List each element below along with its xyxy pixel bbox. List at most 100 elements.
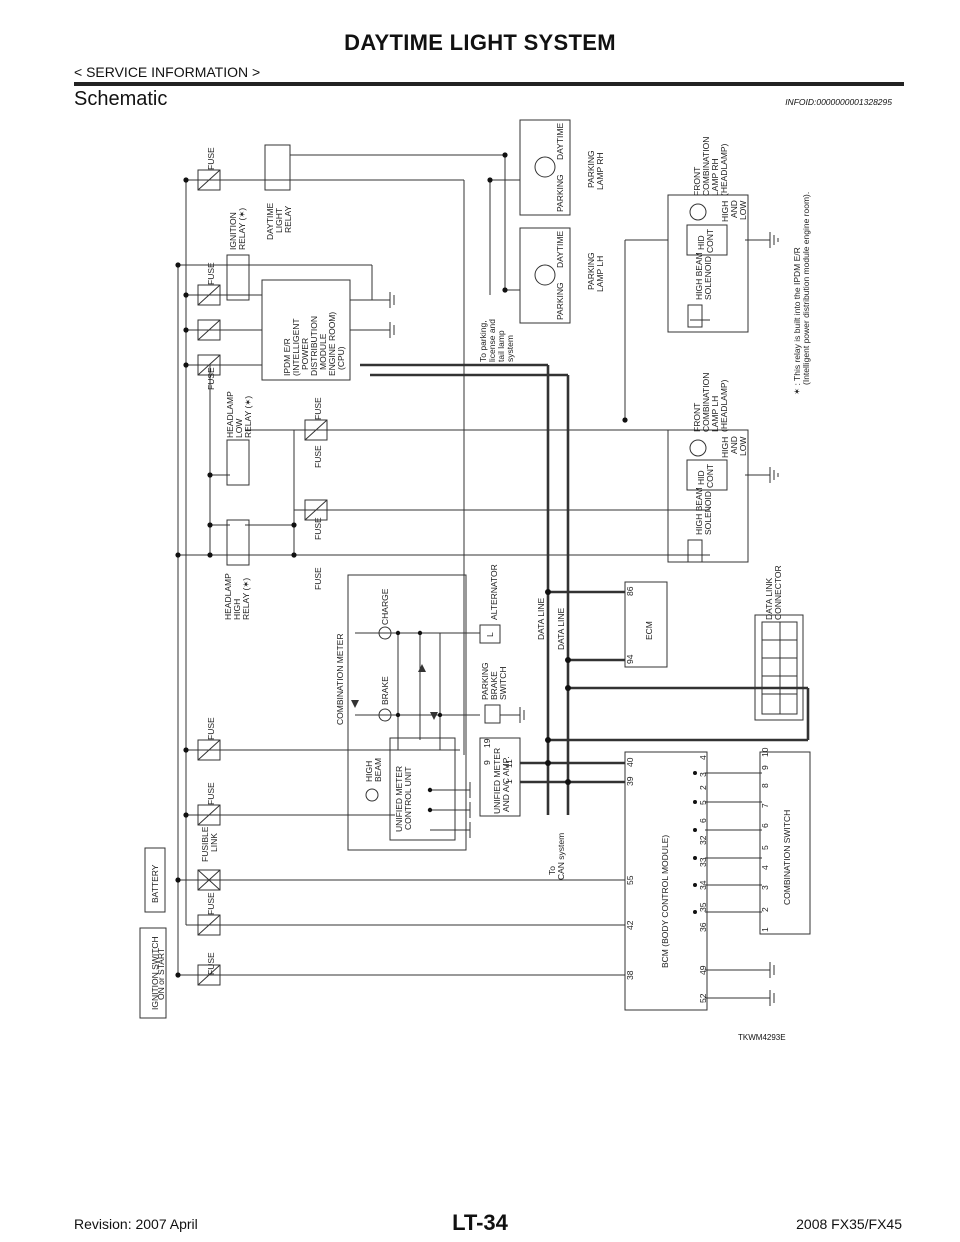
combination-switch-box: [759, 751, 811, 935]
label-hid-rh-1: HID: [696, 235, 706, 250]
data-link-connector-box: [754, 614, 804, 721]
ecm-box: [624, 581, 668, 668]
pin-umac-1: 1: [504, 779, 514, 784]
parking-lamp-rh-box: [519, 119, 571, 216]
pin-cs-4: 4: [760, 865, 770, 870]
label-ignition-switch-1: IGNITION SWITCH: [150, 936, 160, 1010]
label-fuse-ipdm: FUSE: [206, 367, 216, 390]
label-hid-lh-2: CONT: [705, 464, 715, 488]
label-pbs-3: SWITCH: [498, 666, 508, 700]
pin-bcm-32: 32: [698, 835, 708, 845]
label-note-2: (Intelligent power distribution module e…: [801, 192, 811, 385]
fuse-hl-low: [304, 419, 328, 441]
label-daytime-relay-1: DAYTIME: [265, 203, 275, 240]
pin-bcm-40: 40: [625, 757, 635, 767]
label-charge: CHARGE: [380, 588, 390, 625]
pin-bcm-2: 2: [698, 785, 708, 790]
label-hid-lh-1: HID: [696, 470, 706, 485]
pin-cs-9: 9: [760, 765, 770, 770]
fuse-ipdm-1: [197, 319, 221, 341]
label-front-comb-rh-4: (HEADLAMP): [719, 143, 729, 196]
label-parking-note-1: To parking,: [478, 320, 488, 362]
pin-cs-7: 7: [760, 803, 770, 808]
pin-cs-1: 1: [760, 927, 770, 932]
page-title: DAYTIME LIGHT SYSTEM: [344, 30, 616, 55]
pin-bcm-6: 6: [698, 818, 708, 823]
label-front-comb-lh-1: FRONT: [692, 403, 702, 432]
fuse-ignition: [197, 284, 221, 306]
fuse-ipdm-2: [197, 354, 221, 376]
label-umac-1: UNIFIED METER: [492, 748, 502, 814]
label-daytime-relay-3: RELAY: [283, 205, 293, 233]
label-hl-low-2: LOW: [234, 419, 244, 438]
label-ipdm-1: IPDM E/R: [282, 338, 292, 376]
ignition-relay-box: [226, 254, 250, 301]
daytime-relay-box: [264, 144, 291, 191]
label-high-low-lh-2: AND: [729, 436, 739, 454]
label-data-line-2: DATA LINE: [556, 607, 566, 650]
pin-bcm-33: 33: [698, 857, 708, 867]
revision-text: Revision: 2007 April: [74, 1216, 198, 1232]
label-parking-lh: PARKING: [555, 282, 565, 320]
label-front-comb-rh-1: FRONT: [692, 167, 702, 196]
label-fuse-hl-low-a: FUSE: [313, 397, 323, 420]
label-dlc-2: CONNECTOR: [773, 565, 783, 620]
fuse-hl-high: [304, 499, 328, 521]
label-brake: BRAKE: [380, 676, 390, 705]
label-combination-meter: COMBINATION METER: [335, 634, 345, 725]
label-hl-low-1: HEADLAMP: [225, 391, 235, 438]
front-comb-lamp-rh-box: [667, 194, 749, 333]
label-hb-sol-rh-2: SOLENOID: [703, 256, 713, 300]
label-pbs-2: BRAKE: [489, 671, 499, 700]
label-battery: BATTERY: [150, 864, 160, 903]
pin-cs-8: 8: [760, 783, 770, 788]
label-data-line-1: DATA LINE: [536, 597, 546, 640]
label-parking-rh-1: PARKING: [586, 150, 596, 188]
label-high-low-rh-1: HIGH: [720, 201, 730, 222]
label-parking-note-2: license and: [487, 319, 497, 362]
pin-ecm-94: 94: [625, 654, 635, 664]
label-front-comb-lh-4: (HEADLAMP): [719, 379, 729, 432]
label-alt-l: L: [485, 632, 495, 637]
pin-bcm-42: 42: [625, 920, 635, 930]
label-hl-low-3: RELAY (✶): [243, 396, 253, 438]
label-high-beam-1: HIGH: [364, 761, 374, 782]
label-hl-high-1: HEADLAMP: [223, 573, 233, 620]
label-high-beam-2: BEAM: [373, 758, 383, 782]
figure-id: TKWM4293E: [738, 1033, 786, 1042]
label-alternator: ALTERNATOR: [489, 564, 499, 620]
pin-bcm-34: 34: [698, 880, 708, 890]
label-hb-sol-lh-2: SOLENOID: [703, 491, 713, 535]
front-comb-lamp-lh-box: [667, 429, 749, 563]
label-fuse-meter-1: FUSE: [206, 717, 216, 740]
label-to-can-2: CAN system: [556, 833, 566, 880]
pin-bcm-39: 39: [625, 776, 635, 786]
pin-bcm-36: 36: [698, 922, 708, 932]
pin-cs-3: 3: [760, 885, 770, 890]
label-ign-relay-1: IGNITION: [228, 212, 238, 250]
info-id: INFOID:0000000001328295: [785, 97, 892, 107]
battery-box: [144, 847, 166, 913]
label-ipdm-4: DISTRIBUTION: [309, 316, 319, 376]
pin-bcm-49: 49: [698, 965, 708, 975]
label-high-low-rh-2: AND: [729, 200, 739, 218]
parking-lamp-lh-box: [519, 227, 571, 324]
hl-low-relay-box: [226, 439, 250, 486]
label-to-can-1: To: [547, 866, 557, 875]
pin-bcm-35: 35: [698, 902, 708, 912]
label-fuse-hl-high-a: FUSE: [313, 517, 323, 540]
label-fuse-meter-2: FUSE: [206, 782, 216, 805]
label-ign-relay-2: RELAY (✶): [237, 208, 247, 250]
hid-cont-lh-box: [686, 459, 728, 491]
pin-bcm-4: 4: [698, 755, 708, 760]
bcm-box: [624, 751, 708, 1011]
label-ecm: ECM: [644, 621, 654, 640]
label-fuse-daytime: FUSE: [206, 147, 216, 170]
label-umc-2: CONTROL UNIT: [403, 767, 413, 830]
label-ipdm-3: POWER: [300, 338, 310, 370]
label-fusible-link-2: LINK: [209, 833, 219, 852]
combination-meter-box: [347, 574, 467, 851]
label-parking-note-4: system: [505, 335, 515, 362]
label-fuse-bcm-38: FUSE: [206, 952, 216, 975]
label-fuse-ignition: FUSE: [206, 262, 216, 285]
